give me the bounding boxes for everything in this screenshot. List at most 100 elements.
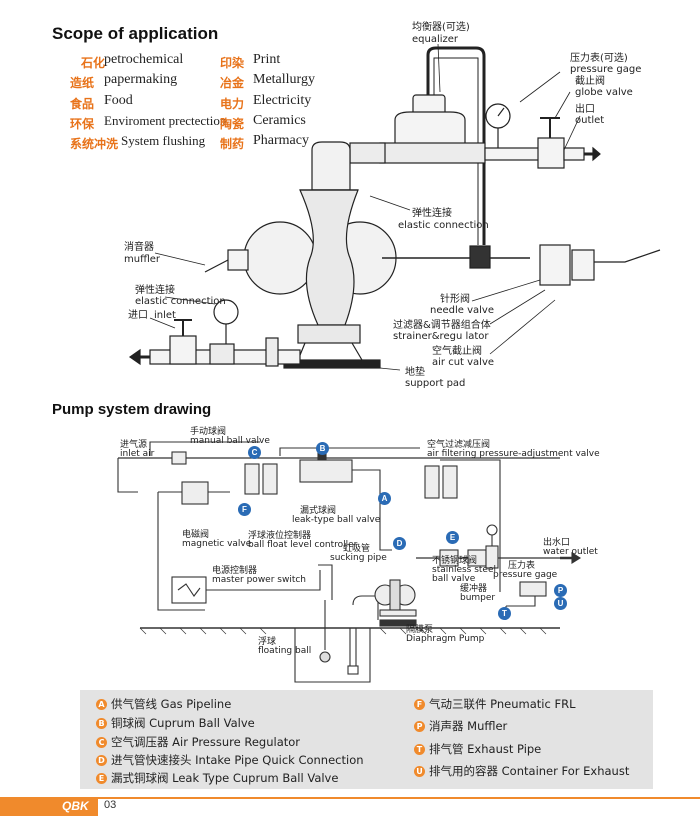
legend-marker: E: [96, 773, 107, 784]
scope-en: System flushing: [121, 133, 206, 148]
label-elastic1-en: elastic connection: [398, 220, 489, 231]
label-manual-cn: 手动球阀: [190, 427, 227, 437]
scope-cn: 食品: [70, 97, 95, 111]
label-sucking-en: sucking pipe: [330, 553, 387, 563]
label-leak-en: leak-type ball valve: [292, 515, 381, 525]
scope-en: Electricity: [253, 93, 312, 108]
label-bumper-en: bumper: [460, 593, 496, 603]
label-inlet-cn: 进口: [128, 310, 148, 321]
label-master-cn: 电源控制器: [212, 566, 258, 576]
label-equalizer-cn: 均衡器(可选): [412, 22, 470, 33]
scope-en: Print: [253, 52, 281, 67]
legend-text: 气动三联件 Pneumatic FRL: [429, 697, 576, 711]
label-magnetic-cn: 电磁阀: [182, 530, 210, 540]
label-pump-cn: 隔膜泵: [406, 625, 434, 635]
legend-text: 消声器 Muffler: [429, 719, 508, 733]
label-muffler-cn: 消音器: [124, 242, 154, 253]
legend-marker: A: [96, 699, 107, 710]
footer-rule: [0, 797, 700, 799]
label-master-en: master power switch: [212, 575, 307, 585]
pump-system-drawing: [117, 441, 582, 683]
scope-en: papermaking: [104, 72, 178, 87]
label-gauge-cn: 压力表: [508, 561, 536, 571]
label-sucking-cn: 虹吸管: [343, 544, 371, 554]
legend-item: C 空气调压器 Air Pressure Regulator: [96, 734, 300, 750]
marker-f: F: [238, 503, 251, 516]
label-globe-en: globe valve: [575, 87, 633, 98]
pump-installation-drawing: [128, 43, 661, 371]
label-water-outlet-cn: 出水口: [543, 538, 571, 548]
label-pad-cn: 地垫: [405, 367, 425, 378]
legend-marker: C: [96, 737, 107, 748]
label-elastic2-cn: 弹性连接: [135, 285, 175, 296]
label-gauge-cn: 压力表(可选): [570, 53, 628, 64]
scope-en: petrochemical: [104, 52, 184, 67]
brand-logo: QBK: [62, 799, 89, 813]
footer-tab: [0, 797, 98, 816]
legend-item: E 漏式铜球阀 Leak Type Cuprum Ball Valve: [96, 770, 338, 786]
system-heading: Pump system drawing: [52, 401, 212, 418]
label-float-ctrl-cn: 浮球液位控制器: [248, 531, 312, 541]
scope-cn: 制药: [220, 137, 245, 151]
label-strainer-en: strainer&regu lator: [393, 331, 489, 342]
legend-text: 漏式铜球阀 Leak Type Cuprum Ball Valve: [111, 771, 339, 785]
marker-p: P: [554, 584, 567, 597]
legend-marker: D: [96, 755, 107, 766]
legend-marker: T: [414, 744, 425, 755]
scope-cn: 环保: [70, 117, 95, 131]
label-floating-en: floating ball: [258, 646, 312, 656]
label-leak-cn: 漏式球阀: [300, 506, 337, 516]
scope-cn: 系统冲洗: [70, 137, 119, 151]
legend-item: P 消声器 Muffler: [414, 718, 507, 734]
label-stainless-en1: stainless steel: [432, 565, 497, 575]
legend-marker: P: [414, 721, 425, 732]
marker-a: A: [378, 492, 391, 505]
legend-marker: U: [414, 766, 425, 777]
legend-text: 排气用的容器 Container For Exhaust: [429, 764, 630, 778]
legend-marker: B: [96, 718, 107, 729]
scope-cn: 冶金: [220, 76, 245, 90]
label-aircut-en: air cut valve: [432, 357, 495, 368]
scope-heading: Scope of application: [52, 24, 219, 43]
label-filter-en: air filtering pressure-adjustment valve: [427, 449, 600, 459]
marker-d: D: [393, 537, 406, 550]
scope-cn: 石化: [81, 56, 106, 70]
label-equalizer-en: equalizer: [412, 34, 459, 45]
legend-item: U 排气用的容器 Container For Exhaust: [414, 763, 629, 779]
label-outlet-cn: 出口: [575, 104, 595, 115]
label-inlet-en: inlet: [154, 310, 176, 321]
label-globe-cn: 截止阀: [575, 76, 605, 87]
label-muffler-en: muffler: [124, 254, 161, 265]
scope-en: Food: [104, 93, 133, 108]
label-gauge-en: pressure gage: [493, 570, 558, 580]
scope-cn: 陶瓷: [220, 117, 245, 131]
label-inlet-air-cn: 进气源: [120, 440, 148, 450]
label-manual-en: manual ball valve: [190, 436, 270, 446]
scope-en: Pharmacy: [253, 133, 309, 148]
scope-en: Enviroment prectection: [104, 113, 227, 128]
page-number: 03: [104, 799, 117, 811]
legend-text: 铜球阀 Cuprum Ball Valve: [111, 716, 255, 730]
label-water-outlet-en: water outlet: [543, 547, 598, 557]
legend-item: A 供气管线 Gas Pipeline: [96, 696, 231, 712]
marker-c: C: [248, 446, 261, 459]
legend-panel: A 供气管线 Gas Pipeline B 铜球阀 Cuprum Ball Valv…: [80, 690, 653, 789]
scope-cn: 电力: [220, 97, 245, 111]
label-bumper-cn: 缓冲器: [460, 584, 488, 594]
label-gauge-en: pressure gage: [570, 64, 642, 75]
legend-text: 供气管线 Gas Pipeline: [111, 697, 232, 711]
label-inlet-air-en: inlet air: [120, 449, 155, 459]
label-needle-en: needle valve: [430, 305, 494, 316]
scope-cn: 造纸: [70, 76, 95, 90]
label-float-ctrl-en: ball float level controller: [248, 540, 358, 550]
label-magnetic-en: magnetic valve: [182, 539, 252, 549]
legend-item: B 铜球阀 Cuprum Ball Valve: [96, 715, 255, 731]
label-pump-en: Diaphragm Pump: [406, 634, 485, 644]
marker-t: T: [498, 607, 511, 620]
scope-cn: 印染: [220, 56, 245, 70]
legend-text: 空气调压器 Air Pressure Regulator: [111, 735, 301, 749]
label-elastic1-cn: 弹性连接: [412, 208, 452, 219]
label-outlet-en: outlet: [575, 115, 605, 126]
label-stainless-cn: 不锈钢球阀: [432, 556, 478, 566]
